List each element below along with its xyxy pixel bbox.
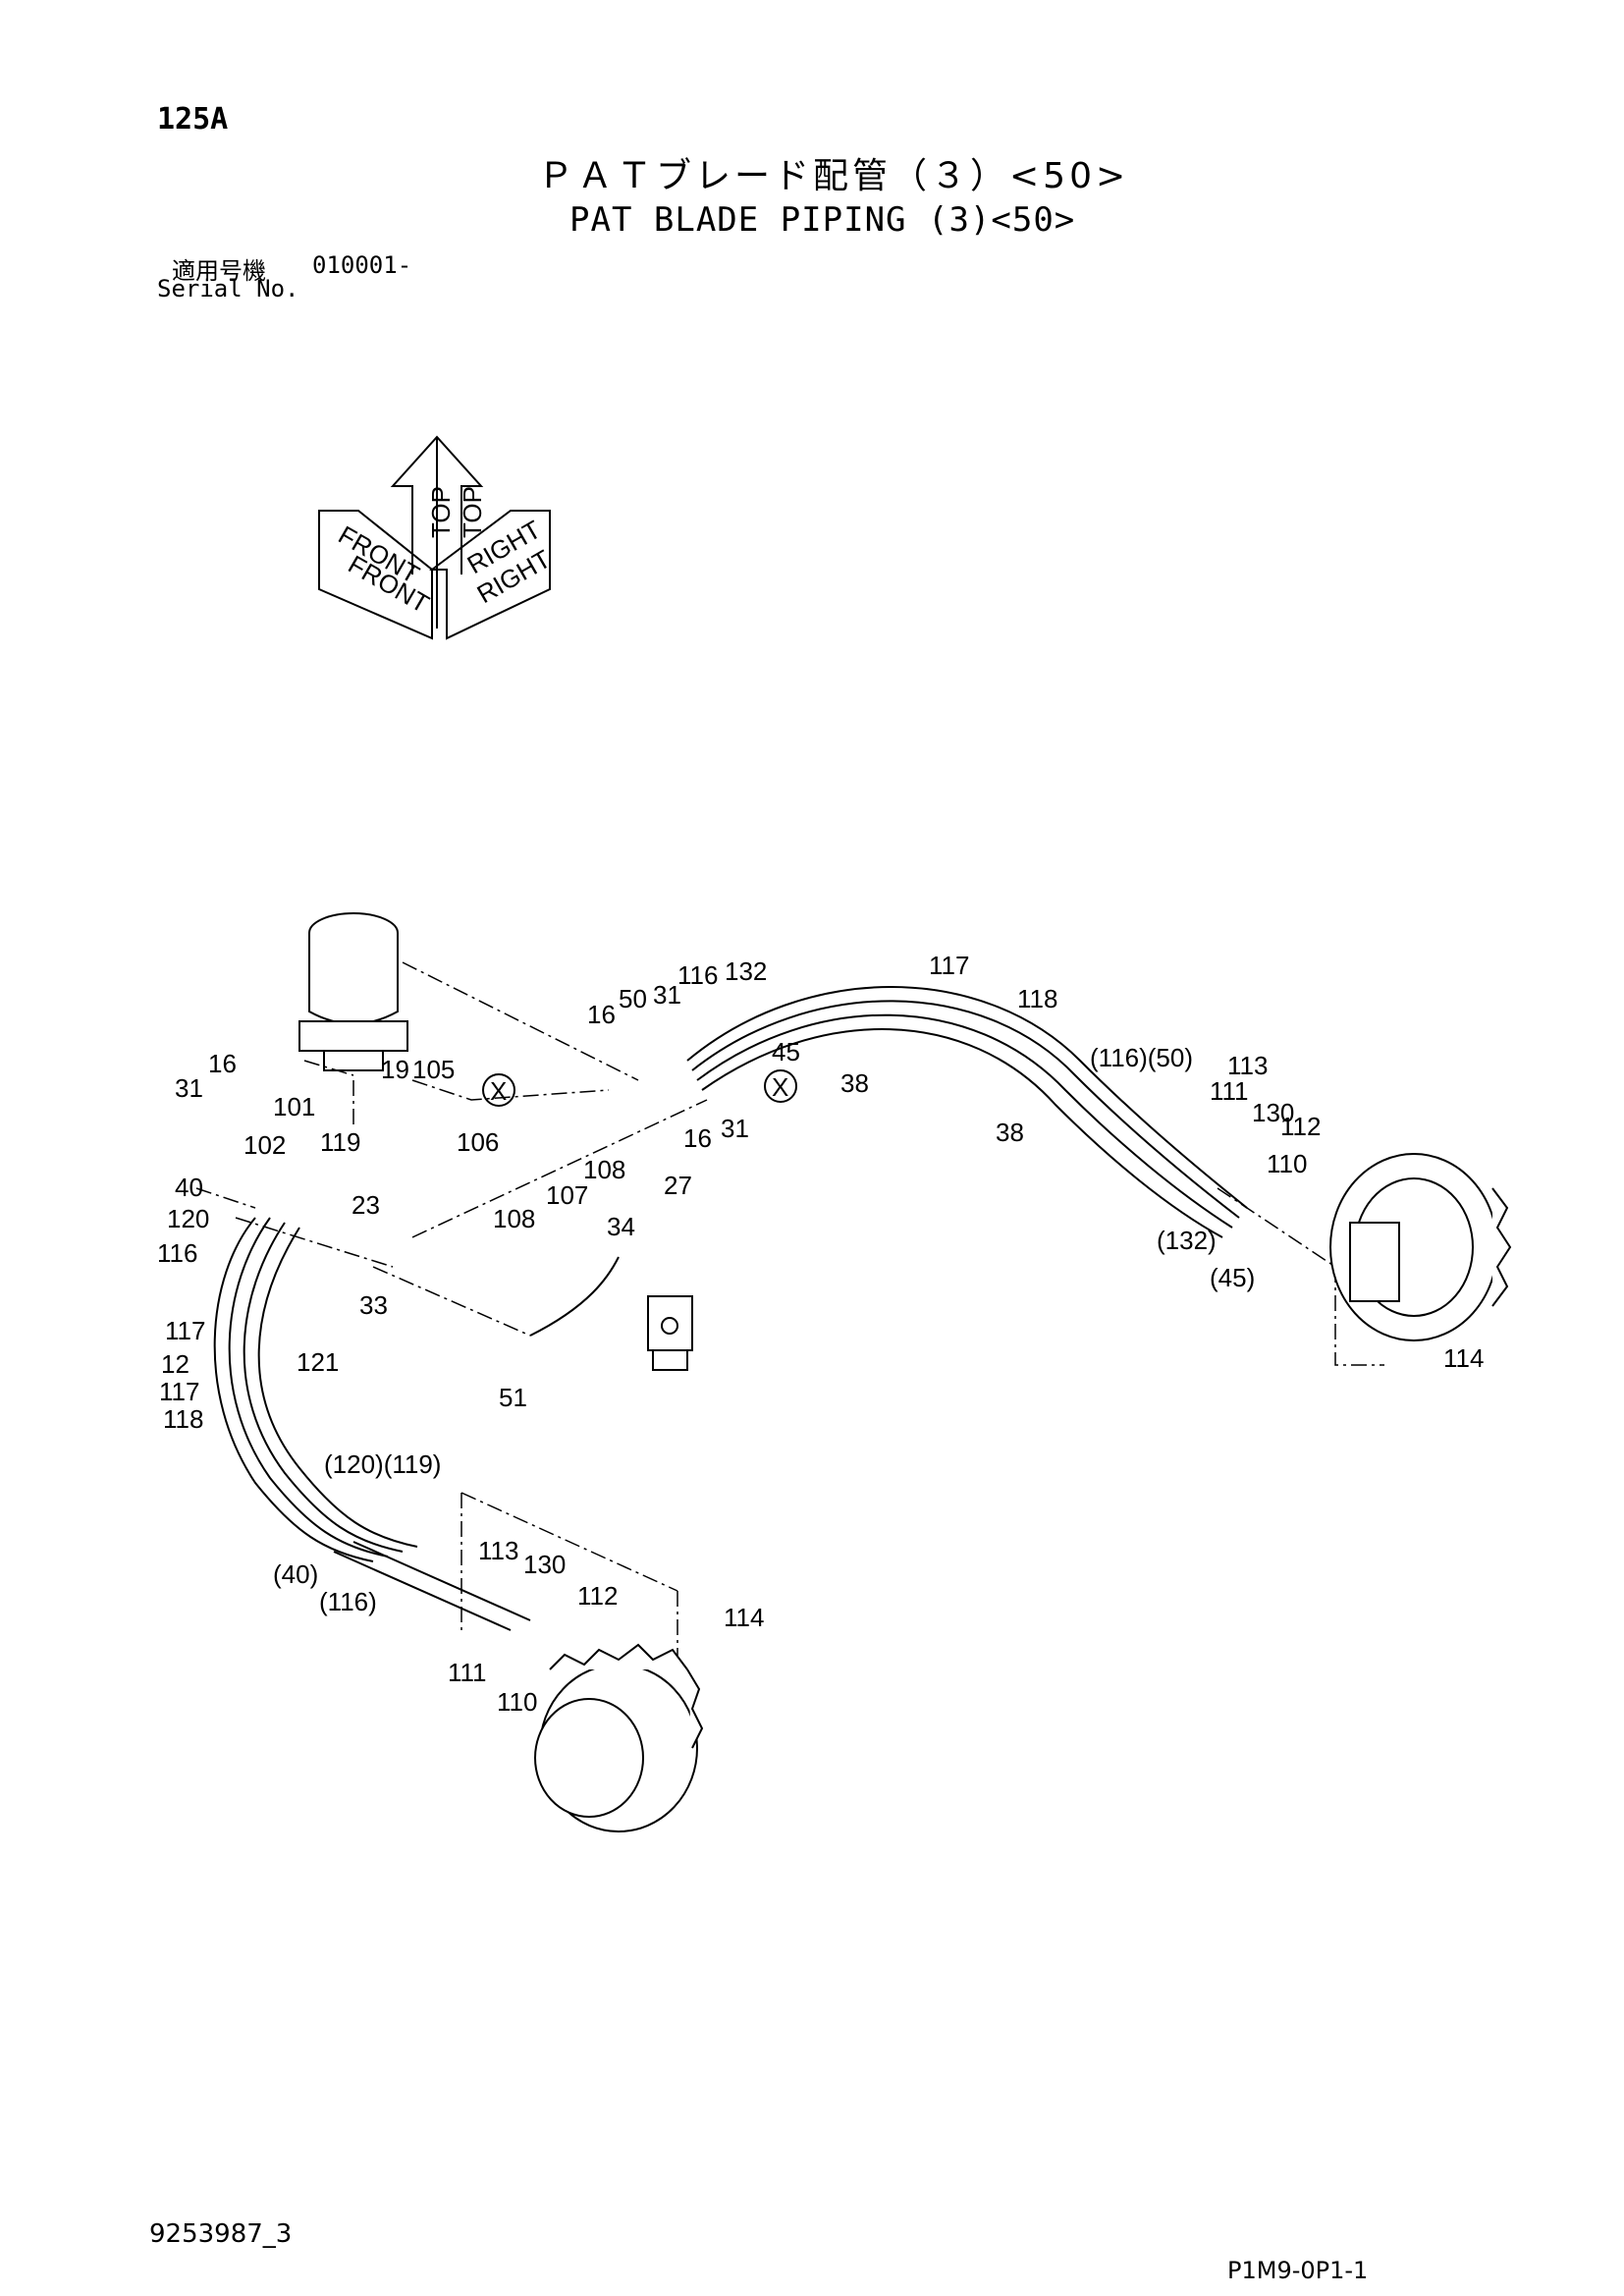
page-code: P1M9-0P1-1 <box>1227 2257 1369 2284</box>
orientation-label: TOP <box>458 486 487 538</box>
callout-label: (132) <box>1157 1226 1217 1255</box>
callout-label: 132 <box>725 957 767 986</box>
callout-label: (120)(119) <box>324 1449 441 1479</box>
callout-label: 12 <box>161 1349 189 1379</box>
callout-label: 34 <box>607 1212 635 1241</box>
callout-label: 117 <box>929 951 969 980</box>
orientation-symbol <box>318 435 551 640</box>
callout-label: 111 <box>1210 1076 1249 1106</box>
callout-label: 38 <box>996 1118 1024 1147</box>
callout-label: 116 <box>677 960 718 990</box>
callout-label: 108 <box>493 1204 535 1233</box>
callout-label: 117 <box>159 1377 199 1406</box>
callout-label: 113 <box>478 1536 518 1565</box>
callout-label: 27 <box>664 1171 692 1200</box>
callout-label: 19 <box>381 1055 409 1084</box>
callout-label: 112 <box>1280 1112 1321 1141</box>
callout-label: 16 <box>208 1049 237 1078</box>
callout-label: 16 <box>683 1123 712 1153</box>
callout-label: 45 <box>772 1037 800 1066</box>
callout-label: 110 <box>497 1687 537 1717</box>
leader-lines <box>195 961 1384 1669</box>
callout-label: (40) <box>273 1559 318 1589</box>
travel-motor-left <box>534 1643 704 1832</box>
swivel-joint <box>298 912 408 1071</box>
callout-label: 113 <box>1227 1051 1268 1080</box>
callout-label: 107 <box>546 1180 588 1210</box>
valve-block <box>647 1295 693 1371</box>
callout-label: 50 <box>619 984 647 1013</box>
callout-label: (116) <box>319 1587 377 1616</box>
callout-label: 101 <box>273 1092 315 1121</box>
callout-label: 16 <box>587 1000 616 1029</box>
callout-label: 112 <box>577 1581 618 1611</box>
callout-label: 114 <box>1443 1343 1484 1373</box>
orientation-label: TOP <box>426 486 456 538</box>
title-english: PAT BLADE PIPING (3)<50> <box>569 200 1076 240</box>
callout-label: 119 <box>320 1127 360 1157</box>
section-marker-label: X <box>772 1072 788 1102</box>
callout-label: 130 <box>1252 1098 1294 1127</box>
callout-label: 102 <box>244 1130 286 1160</box>
callout-label: 130 <box>523 1550 566 1579</box>
callout-label: 114 <box>724 1603 764 1632</box>
document-number: 9253987_3 <box>149 2219 293 2249</box>
callout-label: 40 <box>175 1173 203 1202</box>
travel-motor-right <box>1329 1153 1512 1341</box>
callout-label: 31 <box>653 980 681 1010</box>
page-number: 125A <box>157 102 229 137</box>
callout-label: 23 <box>352 1190 380 1220</box>
callout-label: 38 <box>840 1068 869 1098</box>
section-marker <box>482 1073 515 1107</box>
section-marker <box>764 1069 797 1103</box>
section-marker-label: X <box>490 1076 507 1106</box>
callout-label: 111 <box>448 1658 487 1687</box>
serial-value: 010001- <box>312 251 412 279</box>
callout-label: 118 <box>163 1404 203 1434</box>
callout-label: 121 <box>297 1347 339 1377</box>
callout-label: 33 <box>359 1290 388 1320</box>
title-japanese: ＰＡＴブレード配管（３）<50> <box>538 156 1130 196</box>
callout-label: (45) <box>1210 1263 1255 1292</box>
callout-label: 116 <box>157 1238 197 1268</box>
serial-label-english: Serial No. <box>157 275 299 302</box>
callout-label: 51 <box>499 1383 527 1412</box>
callout-label: (116)(50) <box>1090 1043 1193 1072</box>
callout-label: 110 <box>1267 1149 1307 1178</box>
callout-label: 117 <box>165 1316 205 1345</box>
callout-label: 108 <box>583 1155 625 1184</box>
callout-numbers: 31 16 101 102 119 19 105 106 40 120 116 … <box>157 951 1484 1717</box>
hoses <box>213 986 1248 1631</box>
callout-label: 31 <box>175 1073 203 1103</box>
serial-label-japanese: 適用号機 <box>172 257 266 285</box>
callout-label: 118 <box>1017 984 1057 1013</box>
callout-label: 31 <box>721 1114 749 1143</box>
callout-label: 120 <box>167 1204 209 1233</box>
callout-label: 105 <box>412 1055 455 1084</box>
callout-label: 106 <box>457 1127 499 1157</box>
